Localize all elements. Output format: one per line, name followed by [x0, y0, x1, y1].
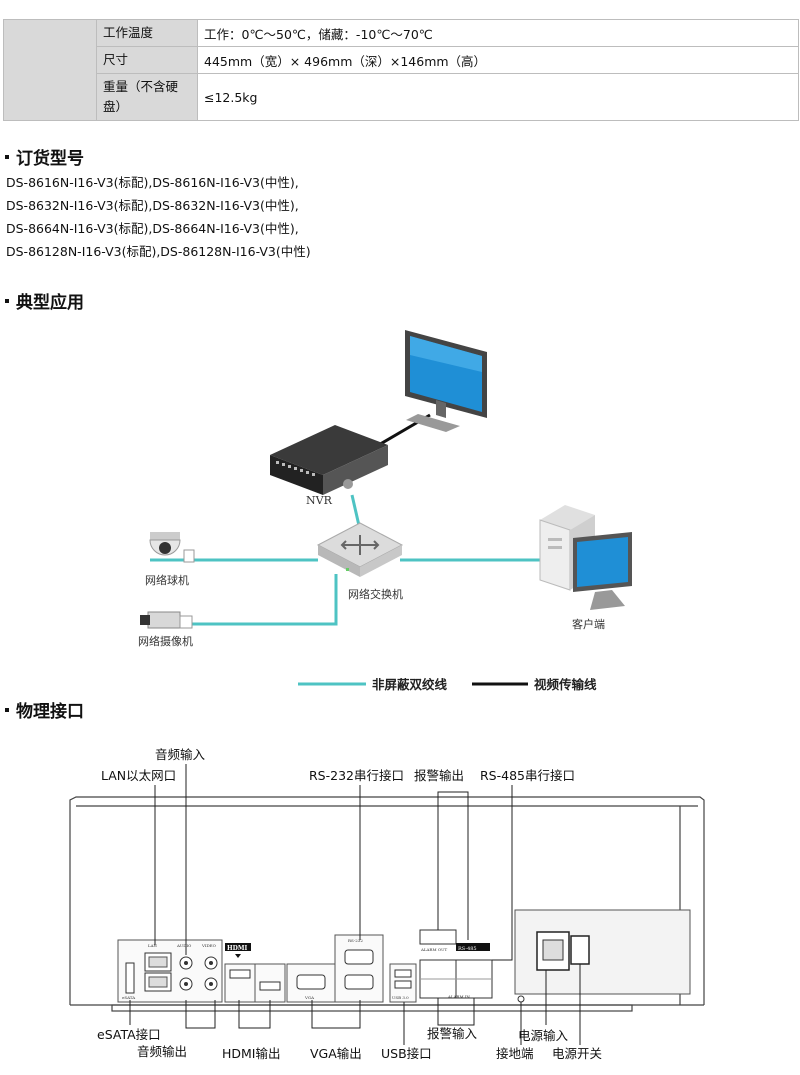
alarm-out-terminal [419, 929, 457, 945]
label-audio-out: 音频输出 [137, 1044, 187, 1059]
monitor-icon [405, 330, 487, 432]
label-alarm-out: 报警输出 [414, 768, 464, 783]
esata-port [125, 962, 135, 994]
panel-vga-text: VGA [304, 995, 314, 1000]
spec-key: 尺寸 [96, 46, 198, 74]
panel-lan-text: LAN [148, 943, 158, 948]
label-ground: 接地端 [496, 1046, 534, 1061]
spec-row: 工作温度 工作：0℃～50℃，储藏：-10℃～70℃ [3, 19, 799, 121]
application-title: 典型应用 [5, 288, 84, 313]
label-rs232: RS-232串行接口 [309, 768, 404, 783]
spec-value: ≤12.5kg [197, 73, 799, 121]
panel-rs232-text: RS-232 [348, 938, 363, 943]
spec-table: 工作温度 工作：0℃～50℃，储藏：-10℃～70℃ 尺寸 445mm（宽）× … [3, 19, 799, 121]
power-inlet [536, 931, 570, 971]
bullet-icon [5, 299, 9, 303]
rs485-label-bar [456, 943, 490, 951]
client-label: 客户端 [572, 617, 605, 631]
usb-port-2 [394, 980, 412, 989]
label-esata: eSATA接口 [97, 1027, 161, 1042]
model-line: DS-8616N-I16-V3(标配),DS-8616N-I16-V3(中性), [6, 175, 299, 190]
switch-label: 网络交换机 [348, 587, 403, 601]
vga-port-1 [296, 974, 326, 990]
label-power-switch: 电源开关 [552, 1046, 602, 1061]
spec-row: 重量（不含硬盘） ≤12.5kg [4, 73, 799, 121]
client-pc-icon [539, 505, 632, 610]
legend-utp-label: 非屏蔽双绞线 [372, 677, 448, 692]
spec-key: 重量（不含硬盘） [96, 73, 198, 121]
label-vga: VGA输出 [310, 1046, 362, 1061]
label-rs485: RS-485串行接口 [480, 768, 575, 783]
ground-terminal [517, 995, 525, 1003]
panel-video-text: VIDEO [201, 943, 217, 948]
label-usb: USB接口 [381, 1046, 432, 1061]
rear-panel-diagram: eSATA LAN AUDIO VIDEO HDMI VGA RS-232 US… [69, 747, 705, 1061]
label-alarm-in: 报警输入 [427, 1026, 478, 1041]
interfaces-title: 物理接口 [5, 697, 84, 722]
hdmi-port-2 [259, 981, 281, 991]
hdmi-logo [225, 943, 251, 951]
dome-camera-icon [149, 532, 195, 563]
label-audio-in: 音频输入 [155, 747, 206, 762]
switch-icon [316, 522, 404, 577]
camera-cable [190, 574, 338, 626]
legend-video-label: 视频传输线 [534, 677, 597, 692]
nvr-icon [270, 425, 388, 495]
panel-rs485-text: RS-485 [458, 946, 477, 952]
dome-label: 网络球机 [145, 573, 189, 587]
ordering-title: 订货型号 [5, 144, 84, 169]
panel-esata-text: eSATA [122, 995, 135, 1000]
usb-port-1 [394, 969, 412, 978]
panel-alarm-in-text: ALARM IN [447, 994, 470, 999]
io-panel [117, 939, 223, 1003]
nvr-label: NVR [306, 494, 333, 507]
spec-value: 445mm（宽）× 496mm（深）×146mm（高） [197, 46, 799, 74]
power-switch [570, 935, 590, 965]
hdmi-port-1 [229, 969, 251, 979]
application-title-text: 典型应用 [16, 293, 84, 313]
panel-hdmi-text: HDMI [227, 945, 248, 952]
bullet-icon [5, 708, 9, 712]
lan-jack [148, 956, 168, 968]
panel-audio-text: AUDIO [176, 943, 192, 948]
spec-row: 尺寸 445mm（宽）× 496mm（深）×146mm（高） [4, 46, 799, 74]
label-lan: LAN以太网口 [101, 768, 176, 783]
leader-lines [129, 764, 581, 1045]
panel-usb-text: USB 3.0 [392, 995, 409, 1000]
vga-rs232-panel [334, 934, 384, 1003]
spec-category-cell [3, 19, 97, 121]
spec-key: 工作温度 [96, 19, 198, 47]
label-power-in: 电源输入 [518, 1028, 569, 1043]
label-hdmi: HDMI输出 [222, 1046, 281, 1061]
camera-label: 网络摄像机 [138, 634, 193, 648]
model-line: DS-86128N-I16-V3(标配),DS-86128N-I16-V3(中性… [6, 244, 311, 259]
model-line: DS-8632N-I16-V3(标配),DS-8632N-I16-V3(中性), [6, 198, 299, 213]
bullet-icon [5, 155, 9, 159]
vga-port-2 [344, 974, 374, 990]
box-camera-icon [140, 611, 193, 629]
spec-value: 工作：0℃～50℃，储藏：-10℃～70℃ [197, 19, 799, 47]
ordering-title-text: 订货型号 [16, 149, 84, 169]
interfaces-title-text: 物理接口 [16, 702, 84, 722]
rs232-port [344, 949, 374, 965]
model-line: DS-8664N-I16-V3(标配),DS-8664N-I16-V3(中性), [6, 221, 299, 236]
application-diagram: NVR 网络交换机 网络球机 网络摄像机 [138, 330, 632, 692]
lan-jack [148, 976, 168, 988]
panel-alarm-out-text: ALARM OUT [420, 947, 447, 952]
